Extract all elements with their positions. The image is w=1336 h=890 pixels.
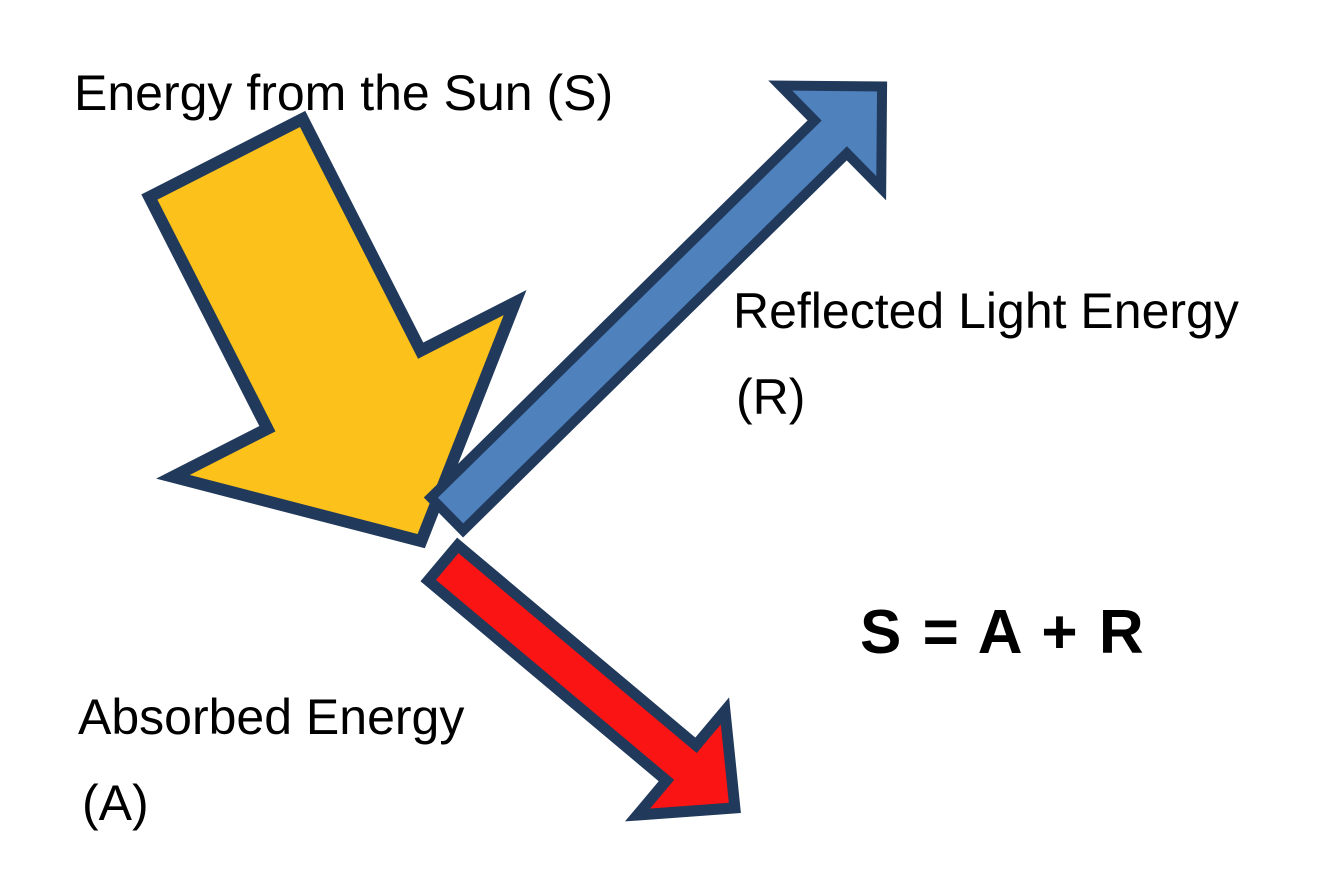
- absorbed-arrow-symbol: (A): [82, 775, 149, 831]
- energy-balance-equation: S = A + R: [860, 598, 1146, 667]
- absorbed-energy-arrow: [420, 537, 741, 822]
- absorbed-arrow-label: Absorbed Energy: [78, 689, 465, 745]
- sun-arrow-label: Energy from the Sun (S): [74, 65, 614, 121]
- reflected-arrow-symbol: (R): [736, 369, 806, 425]
- reflected-energy-arrow: [423, 80, 888, 538]
- reflected-arrow-label: Reflected Light Energy: [733, 283, 1239, 339]
- sun-energy-arrow: [141, 110, 527, 549]
